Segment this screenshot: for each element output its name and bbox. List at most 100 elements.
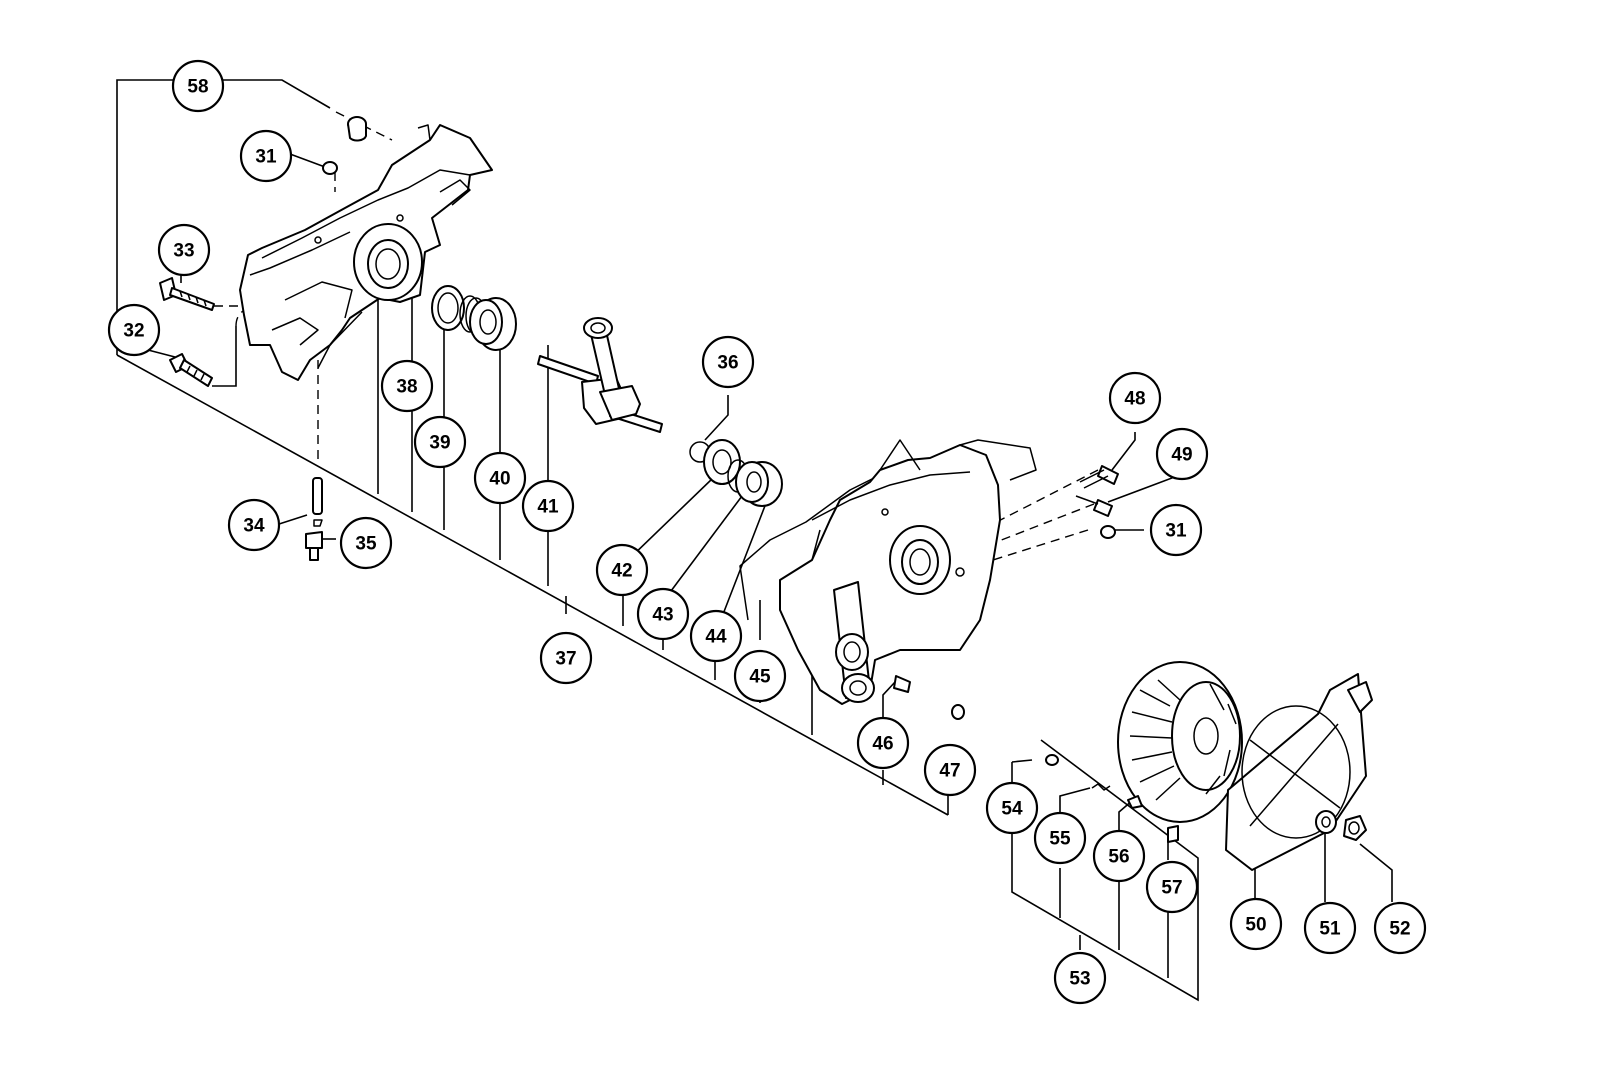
callout-53: 53	[1053, 951, 1107, 1005]
callout-circle	[521, 479, 575, 533]
callout-label: 35	[355, 534, 377, 555]
callout-44: 44	[689, 609, 743, 663]
callout-label: 43	[652, 605, 673, 626]
callout-circle	[171, 59, 225, 113]
callout-56: 56	[1092, 829, 1146, 883]
callout-label: 33	[173, 241, 194, 262]
callout-label: 46	[872, 734, 893, 755]
callout-circle	[985, 781, 1039, 835]
dowel-pin-58	[347, 116, 367, 142]
callout-circle	[413, 415, 467, 469]
callout-label: 31	[1165, 521, 1187, 542]
starter-plate-50	[1225, 673, 1373, 871]
callout-circle	[595, 543, 649, 597]
flywheel	[1117, 661, 1243, 823]
callout-circle	[1303, 901, 1357, 955]
callout-label: 38	[396, 377, 417, 398]
callout-label: 54	[1001, 799, 1023, 820]
callout-label: 52	[1389, 919, 1410, 940]
callout-label: 56	[1108, 847, 1129, 868]
callout-circle	[339, 516, 393, 570]
bearings-38-41	[431, 285, 517, 351]
crankcase-left-half	[239, 124, 493, 381]
callout-circle	[1092, 829, 1146, 883]
callout-49: 49	[1155, 427, 1209, 481]
callout-circle	[157, 223, 211, 277]
callout-51: 51	[1303, 901, 1357, 955]
callout-50: 50	[1229, 897, 1283, 951]
callout-label: 42	[611, 561, 632, 582]
callout-34: 34	[227, 498, 281, 552]
callout-circle	[539, 631, 593, 685]
callout-57: 57	[1145, 860, 1199, 914]
bolt-33	[159, 277, 215, 311]
nut-52	[1343, 815, 1367, 841]
callout-circle	[733, 649, 787, 703]
callout-balloons: 58 31 33 32 38 39 40 41 34 35 36 37 42 43 44 45 48 49 31 46…	[107, 59, 1427, 1005]
callout-circle	[689, 609, 743, 663]
callout-45: 45	[733, 649, 787, 703]
gasket-45	[739, 469, 891, 621]
screw-32	[169, 353, 213, 387]
callout-circle	[1149, 503, 1203, 557]
callout-46: 46	[856, 716, 910, 770]
callout-55: 55	[1033, 811, 1087, 865]
callout-circle	[923, 743, 977, 797]
callout-label: 48	[1124, 389, 1145, 410]
callout-label: 32	[123, 321, 144, 342]
key-and-springs-54-57	[1045, 754, 1179, 843]
callout-label: 41	[537, 497, 559, 518]
callout-label: 47	[939, 761, 960, 782]
callout-circle	[227, 498, 281, 552]
callout-31: 31	[239, 129, 293, 183]
callout-52: 52	[1373, 901, 1427, 955]
callout-label: 37	[555, 649, 576, 670]
callout-48: 48	[1108, 371, 1162, 425]
callout-label: 53	[1069, 969, 1090, 990]
callout-35: 35	[339, 516, 393, 570]
washer-51	[1315, 810, 1337, 834]
callout-label: 55	[1049, 829, 1071, 850]
callout-54: 54	[985, 781, 1039, 835]
callout-circle	[1229, 897, 1283, 951]
callout-circle	[107, 303, 161, 357]
callout-label: 58	[187, 77, 208, 98]
callout-circle	[239, 129, 293, 183]
callout-31: 31	[1149, 503, 1203, 557]
callout-label: 49	[1171, 445, 1192, 466]
callout-58: 58	[171, 59, 225, 113]
crankshaft	[537, 317, 663, 433]
callout-circle	[701, 335, 755, 389]
pin-34	[312, 477, 323, 527]
callout-40: 40	[473, 451, 527, 505]
callout-label: 36	[717, 353, 738, 374]
callout-circle	[1145, 860, 1199, 914]
callout-circle	[1053, 951, 1107, 1005]
callout-33: 33	[157, 223, 211, 277]
plug-31-left	[322, 161, 338, 175]
callout-circle	[856, 716, 910, 770]
fitting-46	[893, 675, 911, 693]
callout-label: 44	[705, 627, 727, 648]
callout-37: 37	[539, 631, 593, 685]
callout-circle	[473, 451, 527, 505]
callout-label: 45	[749, 667, 771, 688]
oring-47	[951, 704, 965, 720]
callout-label: 34	[243, 516, 265, 537]
callout-42: 42	[595, 543, 649, 597]
callout-circle	[636, 587, 690, 641]
fitting-35	[305, 531, 323, 561]
callout-label: 50	[1245, 915, 1266, 936]
callout-label: 51	[1319, 919, 1341, 940]
callout-label: 40	[489, 469, 510, 490]
callout-label: 31	[255, 147, 277, 168]
callout-circle	[380, 359, 434, 413]
callout-circle	[1155, 427, 1209, 481]
callout-36: 36	[701, 335, 755, 389]
callout-circle	[1108, 371, 1162, 425]
callout-47: 47	[923, 743, 977, 797]
callout-39: 39	[413, 415, 467, 469]
bearings-36-42-43-44	[689, 439, 783, 507]
